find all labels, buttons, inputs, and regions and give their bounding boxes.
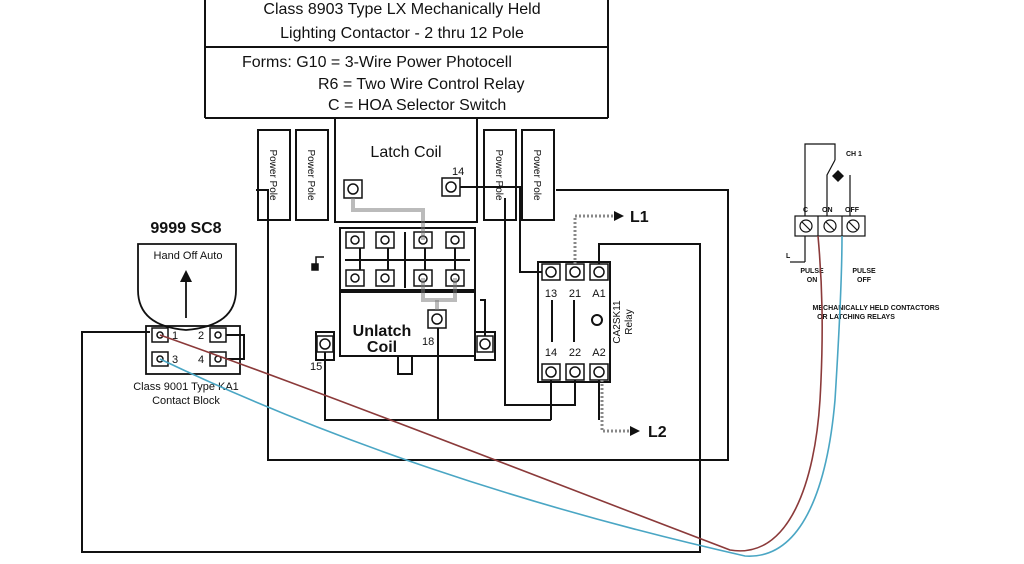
relay-terminal-a1: A1 (592, 288, 605, 300)
l2-feed (600, 380, 640, 436)
l2-label: L2 (648, 424, 667, 441)
relay-terminal-13: 13 (545, 288, 557, 300)
aux-contacts-box (339, 227, 476, 291)
relay-name-2: Relay (624, 309, 635, 335)
forms-line2: R6 = Two Wire Control Relay (318, 76, 524, 93)
inset-pulse-off-2: OFF (857, 277, 872, 284)
relay-terminal-21: 21 (569, 288, 581, 300)
inset-off-label: OFF (845, 207, 860, 214)
terminal-18-label: 18 (422, 336, 434, 348)
inset-pulse-on-1: PULSE (800, 268, 824, 275)
coil-tab (397, 355, 413, 375)
power-pole-1-label: Power Pole (267, 149, 278, 201)
relay-terminal-14: 14 (545, 347, 557, 359)
power-pole-3 (483, 129, 517, 221)
inset-note-2: OR LATCHING RELAYS (817, 314, 895, 321)
terminal-15-label: 15 (310, 361, 322, 373)
switch-terminal-3: 3 (172, 354, 178, 366)
power-pole-2 (295, 129, 329, 221)
inset-on-label: ON (822, 207, 833, 214)
power-pole-1 (257, 129, 291, 221)
switch-terminal-2: 2 (198, 330, 204, 342)
forms-line3: C = HOA Selector Switch (328, 97, 506, 114)
relay-terminal-22: 22 (569, 347, 581, 359)
unlatch-coil-label-1: Unlatch (353, 323, 412, 340)
latch-coil-label: Latch Coil (370, 144, 441, 161)
switch-arrow-icon (180, 270, 192, 282)
power-pole-3-label: Power Pole (493, 149, 504, 201)
switch-terminal-1: 1 (172, 330, 178, 342)
contactor-body (257, 117, 555, 375)
inset-wiring (790, 143, 866, 263)
red-wire (159, 235, 823, 552)
switch-positions-label: Hand Off Auto (154, 250, 223, 262)
power-pole-4 (521, 129, 555, 221)
power-pole-4-label: Power Pole (531, 149, 542, 201)
inset-note-1: MECHANICALLY HELD CONTACTORS (813, 305, 940, 312)
inset-c-label: C (803, 207, 808, 214)
switch-title: 9999 SC8 (150, 220, 221, 237)
inset-pulse-on-2: ON (807, 277, 818, 284)
l1-feed (573, 211, 624, 264)
power-pole-2-label: Power Pole (305, 149, 316, 201)
unlatch-coil-label-2: Coil (367, 339, 397, 356)
contact-block-label-2: Contact Block (152, 395, 220, 407)
side-marker (311, 256, 324, 271)
header-title-line2: Lighting Contactor - 2 thru 12 Pole (280, 25, 524, 42)
relay-terminal-a2: A2 (592, 347, 605, 359)
header-title-line1: Class 8903 Type LX Mechanically Held (263, 1, 540, 18)
latch-coil-box (334, 117, 478, 223)
blue-wire (159, 235, 843, 557)
black-wiring (81, 186, 729, 553)
forms-line1: Forms: G10 = 3-Wire Power Photocell (242, 54, 512, 71)
l1-label: L1 (630, 209, 649, 226)
grey-wiring (351, 198, 457, 310)
inset-pulse-off-1: PULSE (852, 268, 876, 275)
switch-terminal-4: 4 (198, 354, 204, 366)
terminal-14-label: 14 (452, 166, 464, 178)
relay-terminals (541, 263, 609, 381)
inset-terminals (799, 219, 860, 233)
inset-contact-icon (832, 170, 844, 182)
inset-ch1-label: CH 1 (846, 151, 862, 158)
inset-l-label: L (786, 253, 791, 260)
relay-name-1: CA2SK11 (612, 300, 623, 344)
